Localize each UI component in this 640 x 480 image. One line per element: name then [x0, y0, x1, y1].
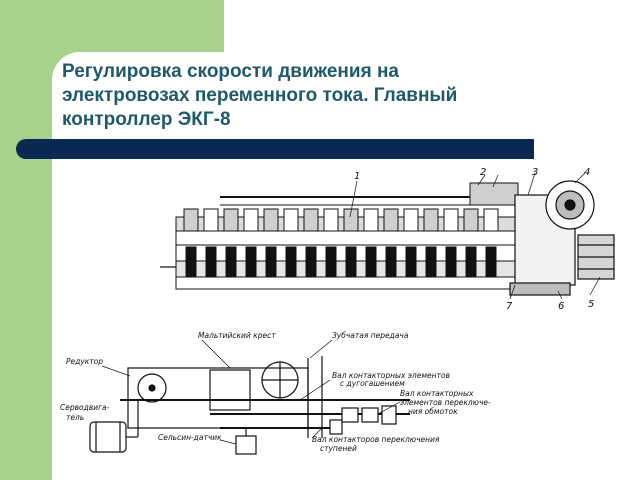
contactor-finger: [265, 246, 277, 278]
contactor-finger: [485, 246, 497, 278]
callout-3: 3: [532, 167, 538, 178]
contactor-element: [363, 208, 379, 232]
contactor-finger: [225, 246, 237, 278]
contactor-element: [323, 208, 339, 232]
contactor-finger: [465, 246, 477, 278]
contactor-element: [243, 208, 259, 232]
callout-7: 7: [506, 301, 513, 312]
label-shaft-steps-2: ступеней: [320, 444, 357, 453]
label-gear-drive: Зубчатая передача: [332, 331, 409, 340]
label-shaft-nonarc-3: ния обмоток: [408, 407, 458, 416]
contactor-element: [483, 208, 499, 232]
label-selsyn: Сельсин-датчик: [158, 433, 222, 442]
contactor-finger: [365, 246, 377, 278]
contactor-element: [283, 208, 299, 232]
callout-5: 5: [588, 299, 594, 310]
contactor-finger: [345, 246, 357, 278]
contactor-finger: [205, 246, 217, 278]
contactor-element: [203, 208, 219, 232]
slide-title: Регулировка скорости движения на электро…: [62, 60, 562, 132]
slide-title-line-3: контроллер ЭКГ-8: [62, 109, 231, 130]
contactor-element: [263, 208, 279, 232]
label-shaft-nonarc-1: Вал контакторных: [400, 389, 474, 398]
callout-2: 2: [480, 167, 486, 178]
contactor-element: [303, 208, 319, 232]
contactor-element: [443, 208, 459, 232]
contactor-element: [343, 208, 359, 232]
contactor-finger: [325, 246, 337, 278]
contactor-element: [403, 208, 419, 232]
label-servo-motor-1: Серводвига-: [60, 403, 110, 412]
title-divider-bar: [16, 139, 534, 159]
contactor-element: [463, 208, 479, 232]
controller-drawing: 1 2 3 4 5 6 7: [160, 167, 615, 312]
label-shaft-arc-1: Вал контакторных элементов: [332, 371, 450, 380]
contactor-element: [383, 208, 399, 232]
callout-1: 1: [354, 171, 360, 182]
contactor-finger: [425, 246, 437, 278]
contactor-finger: [445, 246, 457, 278]
contactor-finger: [245, 246, 257, 278]
contactor-finger: [305, 246, 317, 278]
slide-title-line-1: Регулировка скорости движения на: [62, 61, 399, 82]
label-shaft-nonarc-2: элементов переключе-: [400, 398, 491, 407]
contactor-finger: [405, 246, 417, 278]
slide-title-line-2: электровозах переменного тока. Главный: [62, 85, 458, 106]
contactor-element: [423, 208, 439, 232]
label-reducer: Редуктор: [66, 357, 103, 366]
contactor-finger: [285, 246, 297, 278]
label-maltese-cross: Мальтийский крест: [198, 331, 276, 340]
contactor-element: [223, 208, 239, 232]
label-servo-motor-2: тель: [66, 413, 84, 422]
contactor-finger: [185, 246, 197, 278]
label-shaft-arc-2: с дугогашением: [340, 379, 405, 388]
callout-4: 4: [584, 167, 590, 178]
contactor-element: [183, 208, 199, 232]
contactor-finger: [385, 246, 397, 278]
kinematic-scheme: Мальтийский крест Зубчатая передача Реду…: [60, 331, 491, 455]
callout-6: 6: [558, 301, 564, 312]
label-shaft-steps-1: Вал контакторов переключения: [312, 435, 440, 444]
